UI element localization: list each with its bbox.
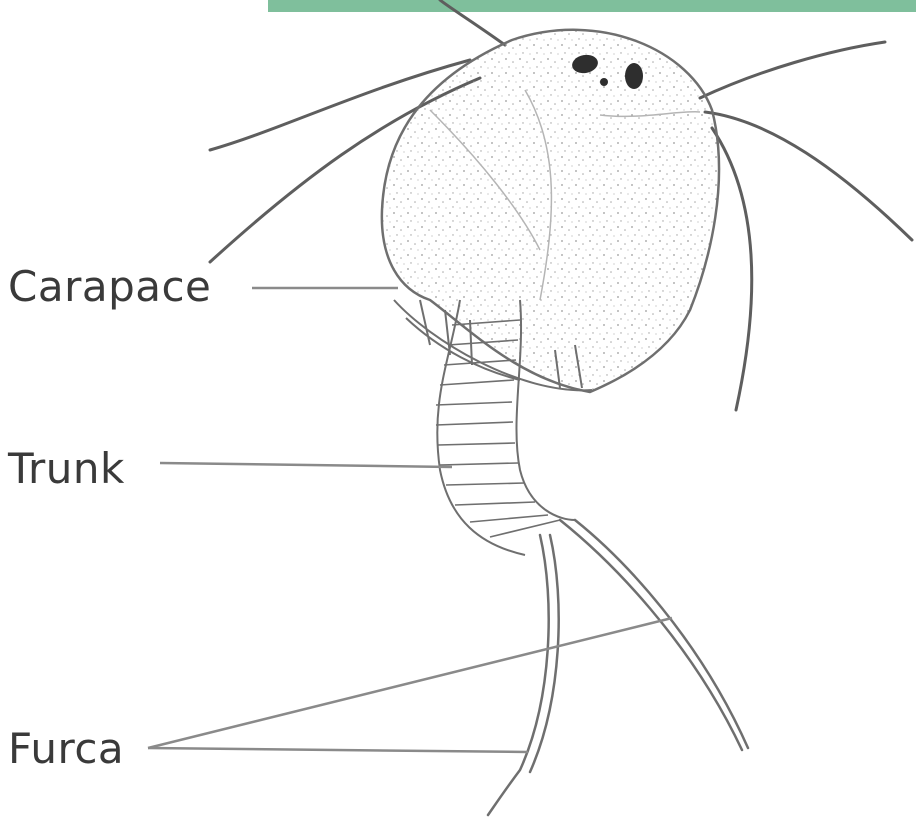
trunk-leader xyxy=(160,463,452,467)
label-furca: Furca xyxy=(8,724,124,773)
top-banner xyxy=(268,0,916,12)
furca-branches xyxy=(488,520,748,815)
furca-leader-upper xyxy=(148,618,672,748)
label-trunk: Trunk xyxy=(8,444,125,493)
furca-leader-lower xyxy=(148,748,528,752)
label-carapace: Carapace xyxy=(8,262,211,311)
